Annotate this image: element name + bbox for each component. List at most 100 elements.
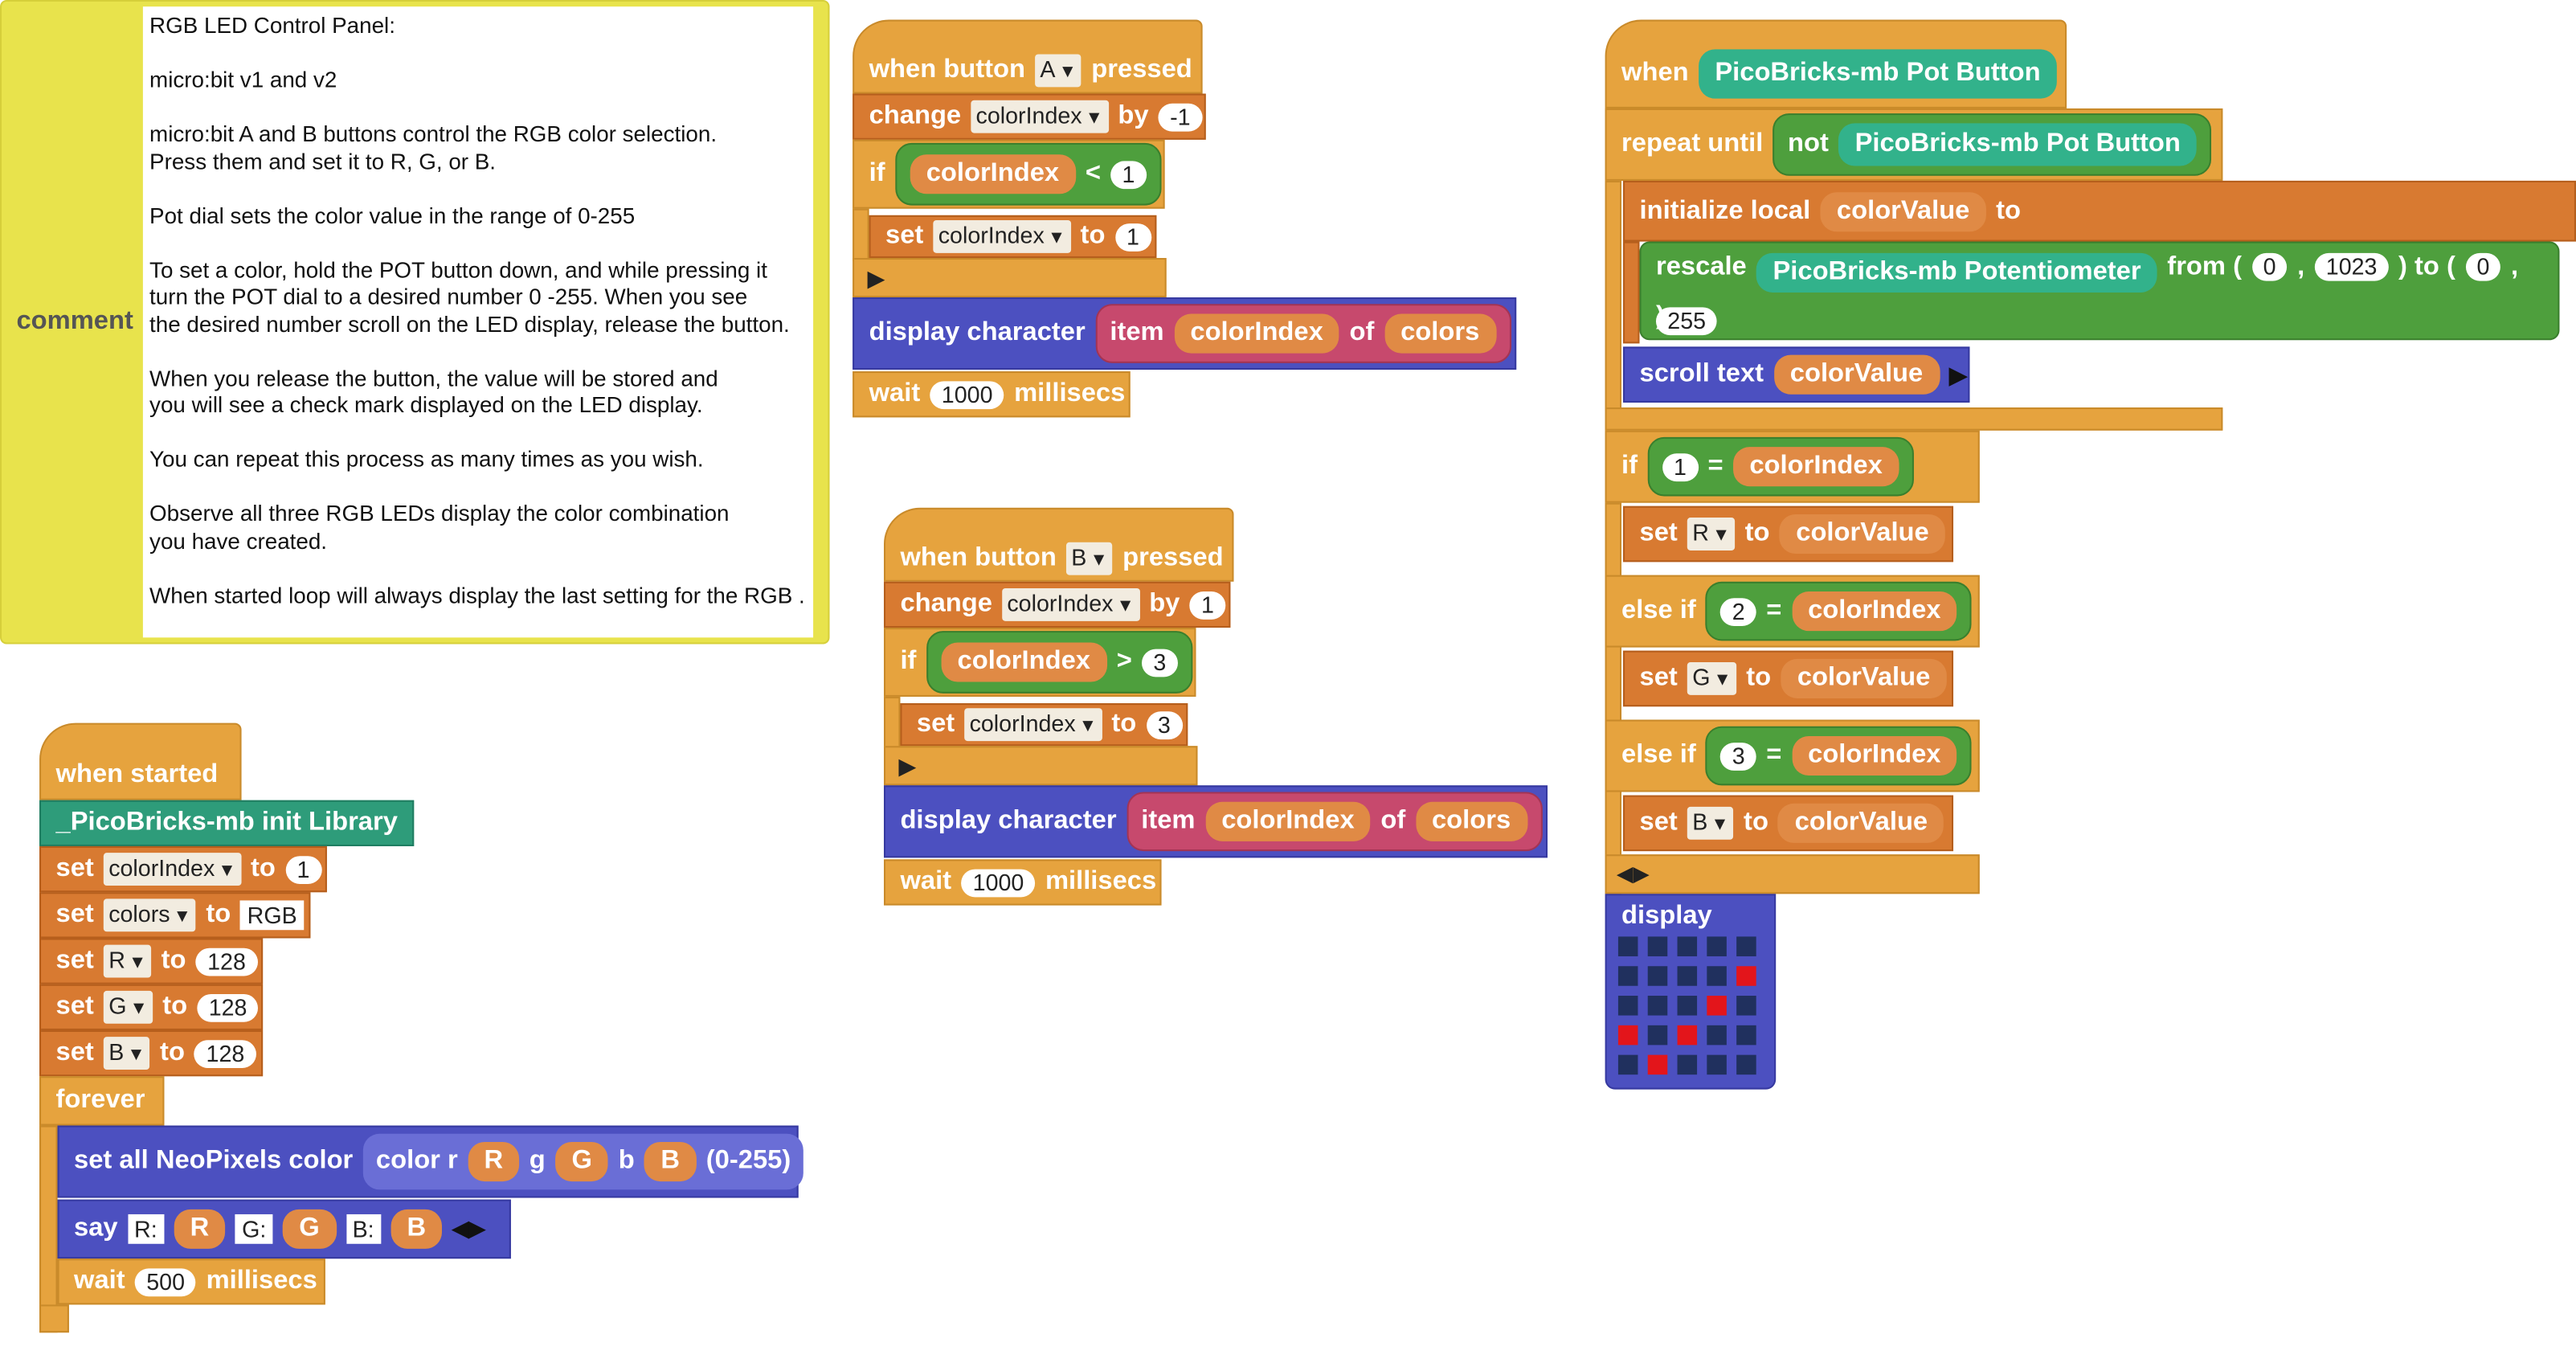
var-reporter[interactable]: colorIndex (1173, 313, 1340, 354)
if-block[interactable]: if colorIndex < 1 (853, 139, 1165, 209)
wait-input[interactable]: 500 (134, 1267, 197, 1296)
g-reporter[interactable]: G (555, 1141, 609, 1182)
set-r-block[interactable]: set R▼ to 128 (39, 938, 264, 984)
color-rgb-reporter[interactable]: color r R g G b B (0-255) (362, 1133, 804, 1190)
led-off[interactable] (1677, 996, 1698, 1016)
var-dropdown[interactable]: colorIndex▼ (104, 853, 241, 886)
set-b-block[interactable]: set B▼ to colorValue (1623, 795, 1954, 852)
var-dropdown[interactable]: colorIndex▼ (971, 100, 1109, 133)
button-dropdown[interactable]: A▼ (1035, 53, 1082, 87)
var-reporter[interactable]: colorIndex (910, 154, 1076, 194)
set-b-block[interactable]: set B▼ to 128 (39, 1029, 264, 1077)
to-max-input[interactable]: 255 (1655, 306, 1718, 335)
scroll-text-block[interactable]: scroll text colorValue ▶ (1623, 346, 1970, 403)
var-dropdown[interactable]: colorIndex▼ (933, 219, 1071, 253)
potentiometer-reporter[interactable]: PicoBricks-mb Potentiometer (1756, 252, 2158, 293)
g-dropdown[interactable]: G▼ (1687, 661, 1736, 695)
b-reporter[interactable]: B (390, 1209, 443, 1249)
led-off[interactable] (1677, 1054, 1698, 1075)
led-off[interactable] (1677, 936, 1698, 956)
when-started-hat[interactable]: when started (39, 722, 242, 800)
r-dropdown[interactable]: R▼ (104, 944, 152, 978)
when-button-a-hat[interactable]: when button A▼ pressed (853, 19, 1203, 94)
led-off[interactable] (1617, 936, 1638, 956)
value-input[interactable]: 1 (285, 855, 321, 883)
led-off[interactable] (1736, 1025, 1756, 1046)
wait-input[interactable]: 1000 (961, 868, 1036, 897)
var-reporter[interactable]: colorIndex (1204, 801, 1372, 841)
from-min-input[interactable]: 0 (2251, 252, 2288, 281)
greater-than-reporter[interactable]: colorIndex > 3 (926, 631, 1193, 694)
add-remove-arrows-icon[interactable]: ◀▶ (1616, 861, 1650, 886)
change-block[interactable]: change colorIndex▼ by -1 (853, 93, 1206, 140)
display-block[interactable]: display (1605, 894, 1777, 1090)
if-block[interactable]: if colorIndex > 3 (883, 628, 1196, 697)
set-block[interactable]: set colorIndex▼ to 3 (900, 703, 1188, 747)
item-of-reporter[interactable]: item colorIndex of colors (1126, 792, 1542, 852)
var-reporter[interactable]: colorValue (1778, 803, 1944, 843)
var-reporter[interactable]: colorValue (1781, 658, 1947, 698)
list-reporter[interactable]: colors (1384, 313, 1496, 354)
b-dropdown[interactable]: B▼ (1687, 806, 1734, 840)
equals-reporter[interactable]: 3 = colorIndex (1706, 726, 1973, 786)
compare-input[interactable]: 3 (1142, 648, 1178, 677)
r-dropdown[interactable]: R▼ (1687, 518, 1736, 550)
set-r-block[interactable]: set R▼ to colorValue (1623, 505, 1954, 563)
comment-block[interactable]: comment RGB LED Control Panel: micro:bit… (0, 0, 830, 645)
pot-button-reporter[interactable]: PicoBricks-mb Pot Button (1838, 123, 2198, 166)
set-block[interactable]: set colorIndex▼ to 1 (869, 215, 1157, 259)
led-off[interactable] (1736, 996, 1756, 1016)
forever-block[interactable]: forever (39, 1076, 165, 1126)
wait-block[interactable]: wait 1000 millisecs (883, 859, 1162, 906)
not-reporter[interactable]: not PicoBricks-mb Pot Button (1773, 113, 2212, 176)
equals-reporter[interactable]: 1 = colorIndex (1647, 436, 1914, 497)
led-matrix[interactable] (1617, 936, 1756, 1075)
value-input[interactable]: 1 (1114, 223, 1151, 251)
var-dropdown[interactable]: colorIndex▼ (1002, 587, 1139, 621)
display-character-block[interactable]: display character item colorIndex of col… (853, 297, 1517, 370)
text-input[interactable]: G: (235, 1214, 273, 1244)
led-off[interactable] (1647, 966, 1668, 986)
text-input[interactable]: RGB (240, 900, 304, 931)
less-than-reporter[interactable]: colorIndex < 1 (894, 142, 1162, 206)
led-off[interactable] (1617, 1054, 1638, 1075)
led-off[interactable] (1647, 996, 1668, 1016)
led-on[interactable] (1707, 996, 1727, 1016)
b-reporter[interactable]: B (644, 1141, 697, 1182)
pot-button-reporter[interactable]: PicoBricks-mb Pot Button (1698, 49, 2058, 99)
to-min-input[interactable]: 0 (2465, 252, 2501, 281)
led-on[interactable] (1677, 1025, 1698, 1046)
set-neopixels-block[interactable]: set all NeoPixels color color r R g G b … (57, 1125, 804, 1198)
led-off[interactable] (1647, 936, 1668, 956)
var-dropdown[interactable]: colorIndex▼ (964, 708, 1102, 742)
add-remove-arrows-icon[interactable]: ◀▶ (452, 1216, 485, 1241)
from-max-input[interactable]: 1023 (2314, 252, 2389, 281)
led-off[interactable] (1736, 936, 1756, 956)
value-input[interactable]: 3 (1146, 710, 1183, 739)
text-input[interactable]: R: (127, 1214, 164, 1244)
led-off[interactable] (1647, 1025, 1668, 1046)
var-dropdown[interactable]: colors▼ (104, 898, 197, 932)
var-reporter[interactable]: colorValue (1779, 514, 1946, 555)
r-reporter[interactable]: R (174, 1209, 226, 1249)
var-reporter[interactable]: colorIndex (1791, 735, 1957, 776)
var-reporter[interactable]: colorValue (1820, 191, 1986, 231)
set-g-block[interactable]: set G▼ to colorValue (1623, 650, 1954, 707)
compare-input[interactable]: 1 (1662, 452, 1699, 481)
button-dropdown[interactable]: B▼ (1066, 541, 1113, 575)
rescale-reporter[interactable]: rescale PicoBricks-mb Potentiometer from… (1639, 241, 2560, 341)
var-reporter[interactable]: colorIndex (941, 642, 1107, 682)
set-colorindex-block[interactable]: set colorIndex▼ to 1 (39, 845, 327, 893)
led-on[interactable] (1736, 966, 1756, 986)
initialize-local-block[interactable]: initialize local colorValue to (1623, 180, 2576, 242)
collapse-arrow-icon[interactable]: ▶ (867, 264, 885, 291)
led-off[interactable] (1617, 996, 1638, 1016)
compare-input[interactable]: 1 (1110, 160, 1147, 189)
init-library-block[interactable]: _PicoBricks-mb init Library (39, 800, 415, 846)
repeat-until-block[interactable]: repeat until not PicoBricks-mb Pot Butto… (1605, 108, 2223, 181)
var-reporter[interactable]: colorValue (1773, 354, 1940, 395)
led-off[interactable] (1707, 1054, 1727, 1075)
g-dropdown[interactable]: G▼ (104, 990, 153, 1024)
if-else-block[interactable]: if 1 = colorIndex (1605, 430, 1980, 503)
